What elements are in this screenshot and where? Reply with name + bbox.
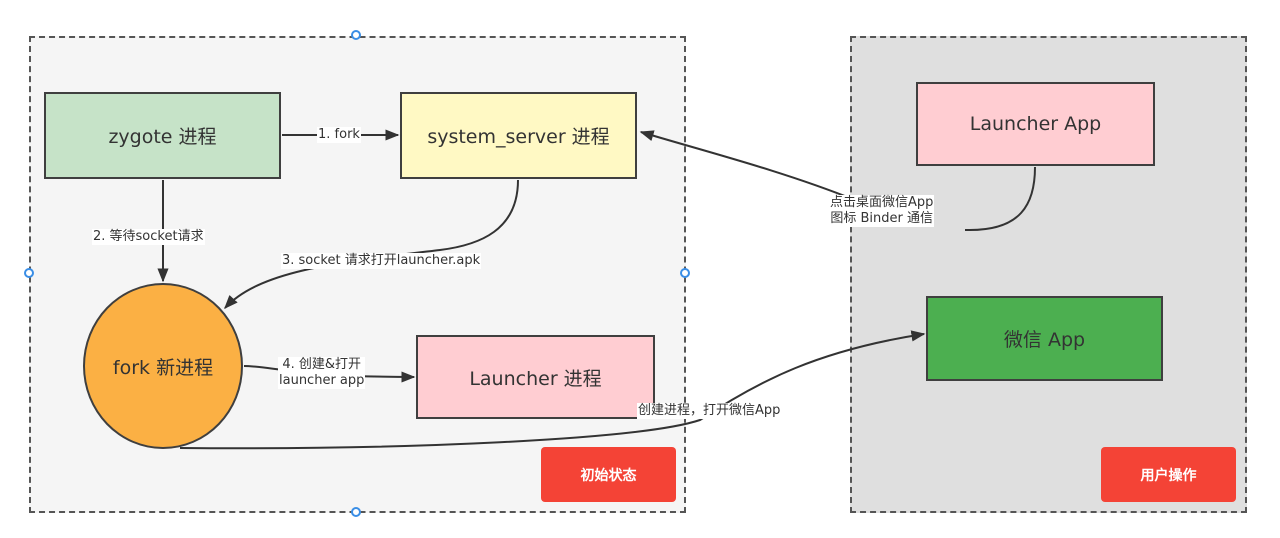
zygote-label: zygote 进程 bbox=[108, 126, 217, 148]
system-server-label: system_server 进程 bbox=[427, 126, 610, 148]
selection-handle-bottom[interactable] bbox=[351, 507, 361, 517]
zygote-process-node[interactable]: zygote 进程 bbox=[44, 92, 281, 179]
edge-create-wechat[interactable] bbox=[179, 330, 926, 450]
edge-label-create-open-line1: 4. 创建&打开 bbox=[282, 357, 362, 372]
fork-new-label: fork 新进程 bbox=[112, 356, 214, 379]
edge-binder[interactable] bbox=[641, 132, 1036, 231]
edge-label-binder-line1: 点击桌面微信App bbox=[830, 195, 934, 210]
edge-label-create-open-line2: launcher app bbox=[279, 373, 365, 388]
edge-label-fork: 1. fork bbox=[317, 127, 361, 143]
edge-socket-request[interactable] bbox=[224, 179, 519, 310]
edge-label-wait-socket: 2. 等待socket请求 bbox=[92, 229, 205, 245]
selection-handle-top[interactable] bbox=[351, 30, 361, 40]
edge-label-create-open: 4. 创建&打开 launcher app bbox=[278, 357, 366, 389]
fork-new-process-node[interactable]: fork 新进程 bbox=[83, 283, 243, 449]
edge-label-create-wechat: 创建进程，打开微信App bbox=[637, 403, 782, 419]
selection-handle-right[interactable] bbox=[680, 268, 690, 278]
launcher-process-label: Launcher 进程 bbox=[469, 367, 602, 390]
edge-label-binder-line2: 图标 Binder 通信 bbox=[830, 211, 934, 226]
initial-state-badge: 初始状态 bbox=[541, 447, 676, 502]
edge-label-socket-request: 3. socket 请求打开launcher.apk bbox=[281, 253, 482, 269]
wechat-app-node[interactable]: 微信 App bbox=[926, 296, 1163, 381]
launcher-app-label: Launcher App bbox=[969, 113, 1102, 135]
system-server-node[interactable]: system_server 进程 bbox=[400, 92, 637, 179]
wechat-app-label: 微信 App bbox=[1003, 329, 1086, 351]
selection-handle-left[interactable] bbox=[24, 268, 34, 278]
launcher-app-node[interactable]: Launcher App bbox=[916, 82, 1155, 166]
user-action-badge: 用户操作 bbox=[1101, 447, 1236, 502]
launcher-process-node[interactable]: Launcher 进程 bbox=[416, 335, 655, 419]
edge-label-binder: 点击桌面微信App 图标 Binder 通信 bbox=[829, 195, 935, 227]
